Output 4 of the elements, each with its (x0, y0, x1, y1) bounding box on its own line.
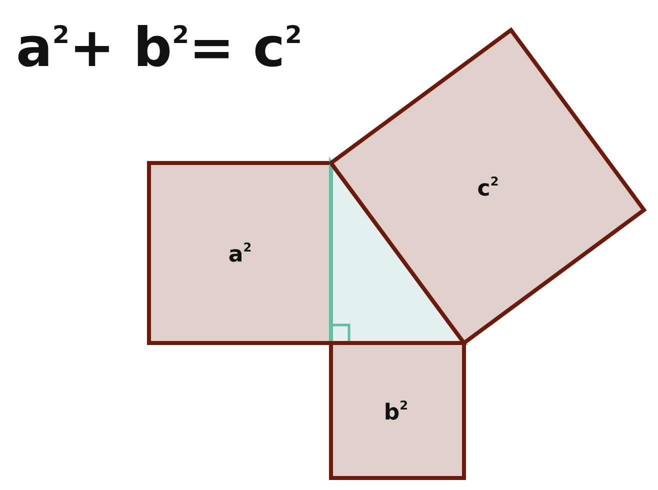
equation-title: a$^{2}$+ b$^{2}$= c$^{2}$ (16, 18, 302, 78)
area-label: a$^{2}$ (228, 240, 252, 268)
area-label: b$^{2}$ (384, 398, 408, 426)
area-label: c$^{2}$ (477, 174, 499, 202)
